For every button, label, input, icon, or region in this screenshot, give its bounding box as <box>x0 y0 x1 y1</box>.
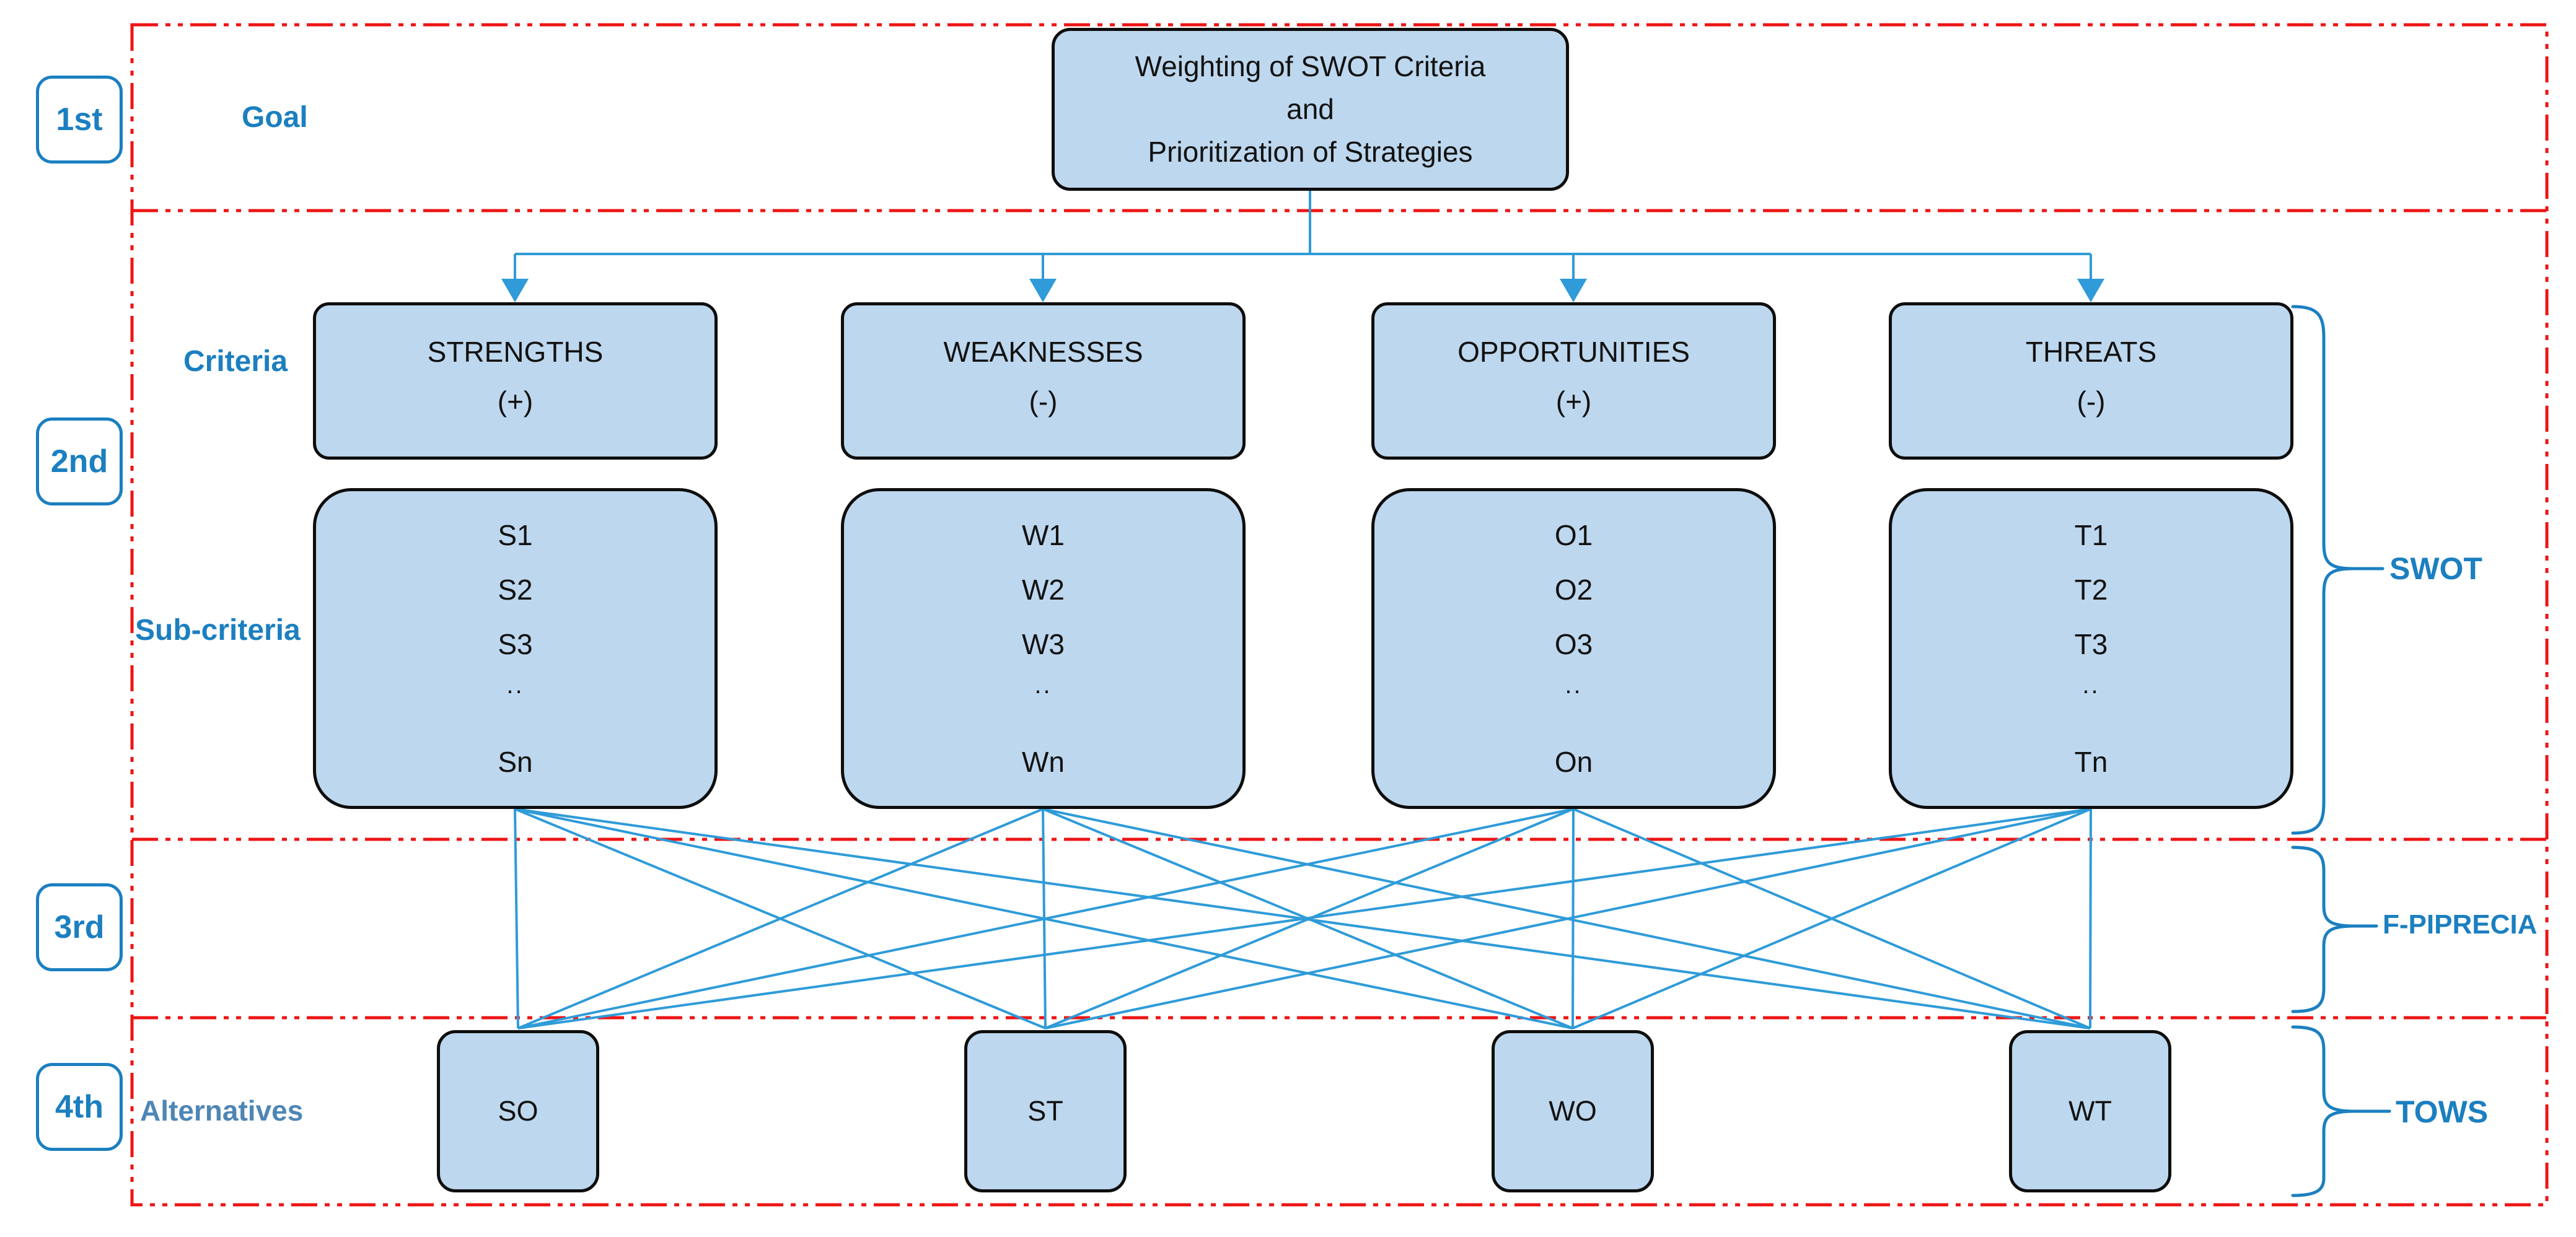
subcriteria-item: T1 <box>2074 519 2108 551</box>
tier-chip-label: 3rd <box>54 909 105 945</box>
ellipsis-dots: .. <box>1565 671 1583 699</box>
subcriteria-node-threats: T1 T2 T3 .. Tn <box>1889 488 2293 809</box>
goal-to-criteria-connector <box>501 191 2104 302</box>
subcriteria-item: Wn <box>1022 746 1065 778</box>
ellipsis-dots: .. <box>1034 671 1052 699</box>
criteria-sign: (-) <box>1029 385 1058 417</box>
ellipsis-dots: .. <box>506 671 524 699</box>
tier-chip-1st: 1st <box>36 76 123 164</box>
criteria-node-threats: THREATS (-) <box>1889 302 2293 460</box>
subcriteria-item: W2 <box>1022 574 1065 606</box>
arrow-down-icon <box>1029 279 1057 302</box>
subcriteria-node-strengths: S1 S2 S3 .. Sn <box>313 488 718 809</box>
tier-chip-label: 2nd <box>50 444 108 479</box>
criteria-title: OPPORTUNITIES <box>1457 336 1690 368</box>
ellipsis-dots: .. <box>2082 671 2100 699</box>
f-piprecia-brace <box>2291 846 2378 1013</box>
criteria-sign: (+) <box>497 385 534 417</box>
goal-node: Weighting of SWOT Criteria and Prioritiz… <box>1052 28 1569 191</box>
subcriteria-item: T3 <box>2074 628 2108 660</box>
subcriteria-item: W3 <box>1022 628 1065 660</box>
tows-brace <box>2291 1025 2391 1197</box>
alternative-node-st: ST <box>964 1030 1127 1192</box>
brace-label-tows: TOWS <box>2396 1095 2489 1129</box>
criteria-node-weaknesses: WEAKNESSES (-) <box>841 302 1246 460</box>
subcriteria-item: O2 <box>1554 574 1593 606</box>
arrow-down-icon <box>501 279 529 302</box>
tier-chip-label: 4th <box>55 1089 103 1125</box>
section-frame <box>130 23 2549 1207</box>
tier-chip-3rd: 3rd <box>36 883 123 971</box>
arrow-down-icon <box>2077 279 2104 302</box>
subcriteria-item: S3 <box>498 628 533 660</box>
tier-chip-label: 1st <box>56 102 103 138</box>
subcriteria-item: S1 <box>498 519 533 551</box>
subcriteria-item: O1 <box>1554 519 1593 551</box>
criteria-title: THREATS <box>2025 336 2157 368</box>
alternative-node-wo: WO <box>1492 1030 1654 1192</box>
subcriteria-node-opportunities: O1 O2 O3 .. On <box>1371 488 1776 809</box>
brace-label-fpiprecia: F-PIPRECIA <box>2383 909 2538 940</box>
brace-label-swot: SWOT <box>2389 551 2482 586</box>
subcriteria-item: W1 <box>1022 519 1065 551</box>
alternative-label: ST <box>1027 1095 1063 1127</box>
criteria-node-strengths: STRENGTHS (+) <box>313 302 718 460</box>
tier-chip-4th: 4th <box>36 1063 123 1151</box>
row-label-goal: Goal <box>242 101 308 134</box>
subcriteria-node-weaknesses: W1 W2 W3 .. Wn <box>841 488 1246 809</box>
subcriteria-item: On <box>1554 746 1593 778</box>
alternative-label: WT <box>2068 1095 2112 1127</box>
criteria-title: WEAKNESSES <box>943 336 1143 368</box>
swot-brace <box>2291 305 2385 835</box>
alternative-node-so: SO <box>437 1030 599 1192</box>
subcriteria-item: S2 <box>498 574 533 606</box>
criteria-node-opportunities: OPPORTUNITIES (+) <box>1371 302 1776 460</box>
arrow-down-icon <box>1560 279 1587 302</box>
criteria-sign: (-) <box>2077 385 2106 417</box>
goal-line-1: Weighting of SWOT Criteria <box>1135 50 1486 82</box>
goal-line-3: Prioritization of Strategies <box>1148 136 1473 168</box>
subcriteria-item: T2 <box>2074 574 2108 606</box>
alternative-node-wt: WT <box>2009 1030 2171 1192</box>
subcriteria-to-alternatives-lines <box>514 808 2092 1029</box>
subcriteria-item: Sn <box>498 746 533 778</box>
row-label-subcriteria: Sub-criteria <box>135 614 301 647</box>
tier-chip-2nd: 2nd <box>36 417 123 505</box>
subcriteria-item: O3 <box>1554 628 1593 660</box>
criteria-sign: (+) <box>1555 385 1592 417</box>
goal-line-2: and <box>1286 93 1334 125</box>
alternative-label: WO <box>1549 1095 1597 1127</box>
row-label-criteria: Criteria <box>183 345 288 378</box>
criteria-title: STRENGTHS <box>427 336 604 368</box>
subcriteria-item: Tn <box>2074 746 2108 778</box>
alternative-label: SO <box>498 1095 538 1127</box>
row-label-alternatives: Alternatives <box>140 1095 304 1127</box>
